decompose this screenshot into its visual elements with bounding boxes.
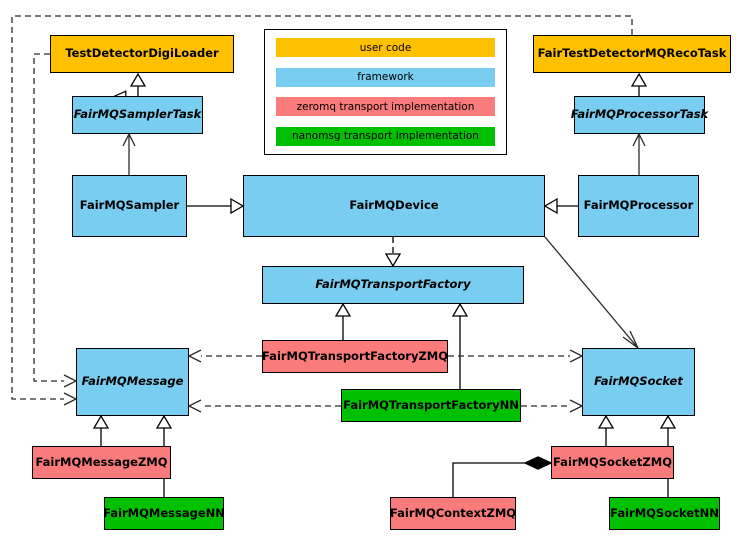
arrowhead-sampler-samplertask xyxy=(122,132,136,147)
arrowhead-digiloader xyxy=(129,72,147,87)
legend-item-zeromq: zeromq transport implementation xyxy=(276,97,495,117)
class-node-fairmqdevice[interactable]: FairMQDevice xyxy=(243,175,545,237)
class-node-fairmqcontextzmq[interactable]: FairMQContextZMQ xyxy=(390,497,516,530)
class-node-fairmqsocket[interactable]: FairMQSocket xyxy=(582,348,695,416)
arrowhead-recotask-message xyxy=(63,392,78,406)
arrowhead-device-transportfactory xyxy=(384,253,402,268)
class-node-fairmqprocessortask[interactable]: FairMQProcessorTask xyxy=(571,96,708,134)
arrowhead-messagezmq xyxy=(92,414,110,429)
arrowhead-messagenn xyxy=(155,414,173,429)
class-node-fairmqtransportfactoryzmq[interactable]: FairMQTransportFactoryZMQ xyxy=(262,340,448,373)
legend-panel: user code framework zeromq transport imp… xyxy=(264,29,507,155)
arrowhead-transportnn-factory xyxy=(451,302,469,317)
arrowhead-transportzmq-factory xyxy=(334,302,352,317)
class-node-fairmqsampler[interactable]: FairMQSampler xyxy=(72,175,187,237)
arrowhead-processor-device xyxy=(543,197,558,215)
legend-item-framework: framework xyxy=(276,67,495,87)
arrowhead-socketnn xyxy=(659,414,677,429)
class-node-fairtestdetectormqrecotask[interactable]: FairTestDetectorMQRecoTask xyxy=(533,35,731,73)
arrowhead-transportnn-socket xyxy=(569,399,584,413)
class-node-fairmqmessage[interactable]: FairMQMessage xyxy=(76,348,189,416)
arrowhead-transportnn-message xyxy=(187,399,202,413)
diamond-socketzmq-contextzmq xyxy=(523,456,553,470)
class-node-fairmqsocketnn[interactable]: FairMQSocketNN xyxy=(609,497,720,530)
arrowhead-digiloader-message xyxy=(63,374,78,388)
class-node-fairmqmessagezmq[interactable]: FairMQMessageZMQ xyxy=(32,446,171,479)
class-node-fairmqprocessor[interactable]: FairMQProcessor xyxy=(578,175,699,237)
arrowhead-sampler-device xyxy=(230,197,245,215)
arrowhead-recotask xyxy=(630,72,648,87)
arrowhead-device-socket xyxy=(622,330,639,349)
class-node-fairmqsocketzmq[interactable]: FairMQSocketZMQ xyxy=(551,446,674,479)
class-node-fairmqtransportfactory[interactable]: FairMQTransportFactory xyxy=(262,266,524,304)
edge-device-socket xyxy=(544,236,639,349)
edge-socketzmq-contextzmq xyxy=(452,462,551,497)
arrowhead-transportzmq-message xyxy=(187,349,202,363)
class-node-fairmqsamplertask[interactable]: FairMQSamplerTask xyxy=(72,96,203,134)
legend-item-user-code: user code xyxy=(276,38,495,57)
class-node-fairmqmessagenn[interactable]: FairMQMessageNN xyxy=(103,497,225,530)
arrowhead-processor-processortask xyxy=(632,132,646,147)
edge-digiloader-message xyxy=(33,53,64,382)
arrowhead-socketzmq xyxy=(597,414,615,429)
legend-item-nanomsg: nanomsg transport implementation xyxy=(276,126,495,146)
class-node-testdetectordigiloader[interactable]: TestDetectorDigiLoader xyxy=(50,35,234,73)
class-node-fairmqtransportfactorynn[interactable]: FairMQTransportFactoryNN xyxy=(341,389,521,422)
arrowhead-transportzmq-socket xyxy=(569,349,584,363)
